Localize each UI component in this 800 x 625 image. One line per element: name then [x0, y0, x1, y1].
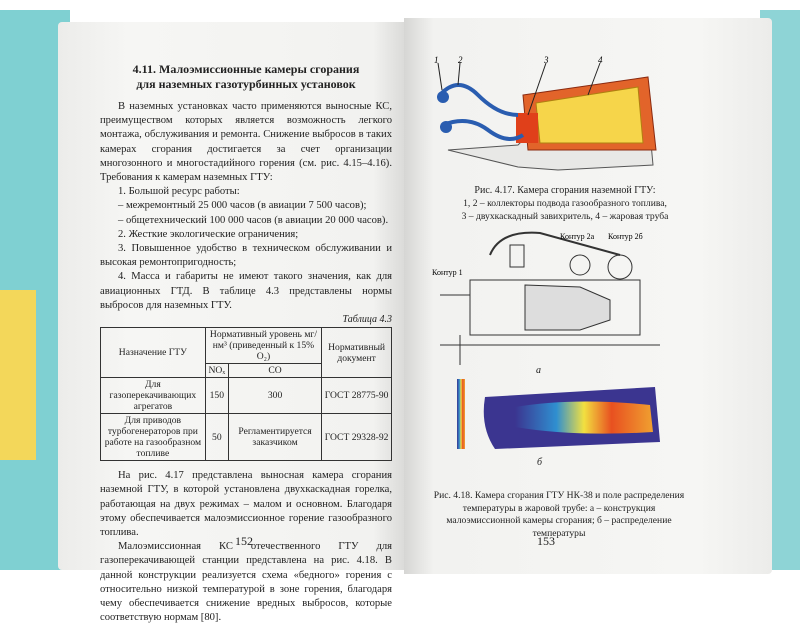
table-label: Таблица 4.3 — [342, 314, 392, 326]
paragraph: На рис. 4.17 представлена выносная камер… — [100, 470, 392, 539]
figure-4-18-caption: Рис. 4.18. Камера сгорания ГТУ НК-38 и п… — [433, 490, 685, 539]
header-cell: NOₓ — [204, 363, 229, 379]
left-page — [58, 22, 408, 570]
cell: Регламентируется заказчиком — [227, 413, 323, 462]
subfigure-a-label: а — [536, 365, 541, 376]
cell: ГОСТ 28775-90 — [321, 377, 392, 415]
cover-yellow-strip — [0, 290, 36, 460]
page-number-right: 153 — [537, 534, 555, 548]
contour-2a-label: Контур 2а — [560, 232, 595, 241]
page-number-left: 152 — [235, 534, 253, 548]
contour-2b-label: Контур 2б — [608, 232, 643, 241]
subfigure-b-label: б — [537, 457, 543, 468]
cell: 300 — [227, 377, 323, 415]
cell: ГОСТ 29328-92 — [321, 413, 392, 462]
figure-4-18b-temperature-field — [457, 379, 660, 449]
color-scale-legend — [457, 379, 465, 449]
header-cell: CO — [227, 363, 323, 379]
cell: Для газоперекачивающих агрегатов — [100, 377, 206, 415]
fig-label: 1 — [434, 55, 439, 65]
figure-4-18a-drawing: Контур 1 Контур 2а Контур 2б — [432, 231, 660, 365]
paragraph: – межремонтный 25 000 часов (в авиации 7… — [118, 200, 367, 212]
header-cell: Назначение ГТУ — [100, 327, 206, 379]
fig-label: 3 — [543, 55, 549, 65]
fig-label: 4 — [598, 55, 603, 65]
header-cell: Нормативный документ — [321, 327, 392, 379]
paragraph: 2. Жесткие экологические ограничения; — [118, 228, 299, 240]
cell: 150 — [204, 377, 229, 415]
paragraph: 1. Большой ресурс работы: — [118, 186, 240, 198]
figure-4-17-caption: Рис. 4.17. Камера сгорания наземной ГТУ:… — [461, 185, 669, 222]
paragraph: В наземных установках часто применяются … — [100, 101, 392, 184]
header-cell: Нормативный уровень мг/нм³ (приведенный … — [204, 327, 323, 365]
paragraph: 3. Повышенное удобство в техническом обс… — [100, 243, 392, 269]
fig-label: 2 — [458, 55, 463, 65]
paragraph: – общетехнический 100 000 часов (в авиац… — [118, 214, 389, 226]
figure-4-17-combustor: 1 2 3 4 — [434, 55, 657, 171]
paragraph: 4. Масса и габариты не имеют такого знач… — [100, 271, 392, 311]
cell: 50 — [204, 413, 229, 462]
table-row: Для приводов турбогенераторов при работе… — [100, 413, 392, 462]
cell: Для приводов турбогенераторов при работе… — [100, 413, 206, 462]
contour-1-label: Контур 1 — [432, 268, 463, 277]
